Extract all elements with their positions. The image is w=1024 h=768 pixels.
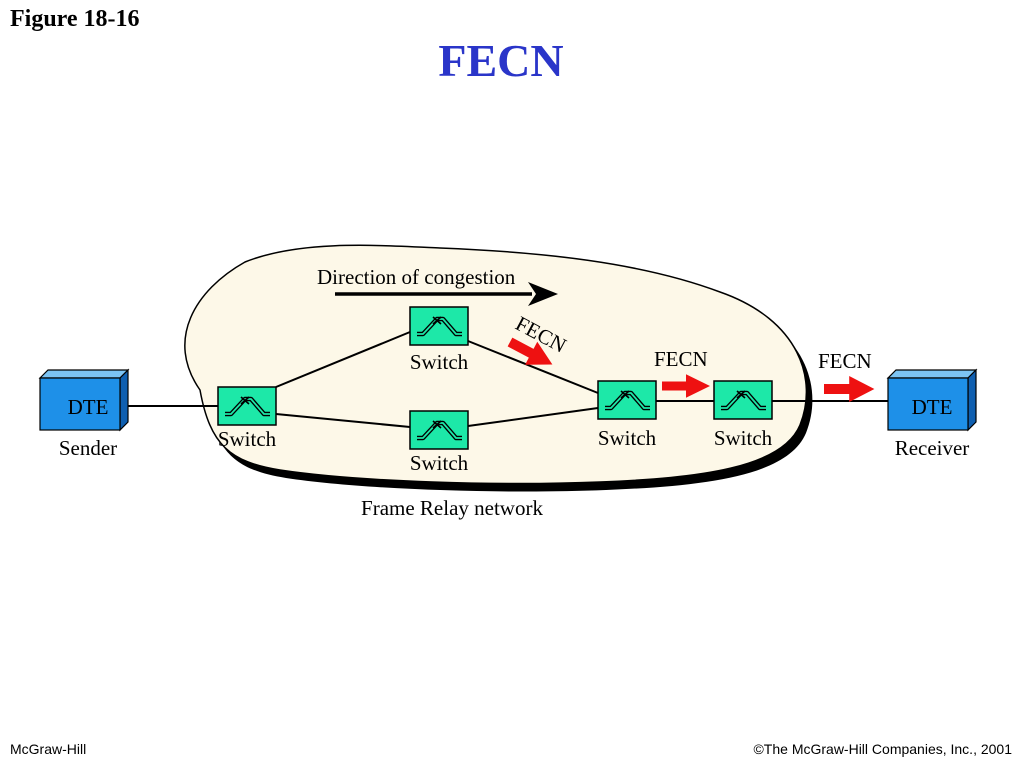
receiver-label: Receiver bbox=[895, 436, 970, 460]
frame-relay-cloud bbox=[184, 244, 808, 485]
dte-receiver: DTE Receiver bbox=[887, 369, 977, 460]
fecn-label-to-receiver: FECN bbox=[818, 349, 872, 373]
switch-egress: Switch bbox=[714, 381, 773, 450]
switch-middle-right-label: Switch bbox=[598, 426, 657, 450]
switch-ingress: Switch bbox=[218, 387, 277, 451]
switch-egress-label: Switch bbox=[714, 426, 773, 450]
switch-upper-label: Switch bbox=[410, 350, 469, 374]
switch-lower: Switch bbox=[410, 411, 469, 475]
switch-ingress-label: Switch bbox=[218, 427, 277, 451]
sender-label: Sender bbox=[59, 436, 117, 460]
figure-label: Figure 18-16 bbox=[10, 6, 140, 32]
footer-publisher: McGraw-Hill bbox=[10, 741, 87, 757]
slide-title: FECN bbox=[438, 35, 564, 86]
switch-upper: Switch bbox=[410, 307, 469, 374]
dte-sender-box-label: DTE bbox=[68, 395, 109, 419]
fecn-label-between-switches: FECN bbox=[654, 347, 708, 371]
switch-middle-right: Switch bbox=[598, 381, 657, 450]
switch-lower-label: Switch bbox=[410, 451, 469, 475]
network-label: Frame Relay network bbox=[361, 496, 543, 520]
fecn-arrow-to-receiver bbox=[824, 376, 875, 402]
footer-copyright: ©The McGraw-Hill Companies, Inc., 2001 bbox=[753, 741, 1012, 757]
dte-sender: DTE Sender bbox=[39, 369, 129, 460]
dte-receiver-box-label: DTE bbox=[912, 395, 953, 419]
congestion-direction-arrow bbox=[335, 282, 558, 306]
congestion-label: Direction of congestion bbox=[317, 265, 516, 289]
network-links bbox=[128, 331, 888, 428]
